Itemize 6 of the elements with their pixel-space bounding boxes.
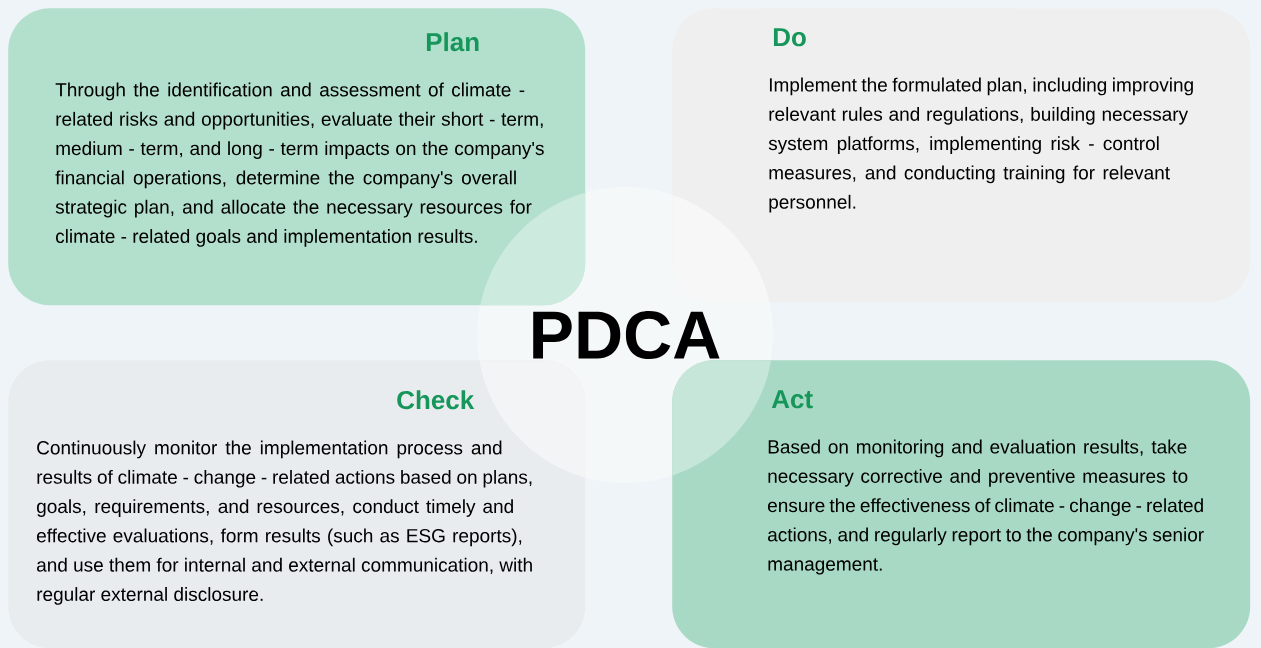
heading: Plan bbox=[426, 32, 479, 52]
panel bbox=[8, 8, 586, 306]
panel bbox=[672, 360, 1251, 648]
heading: Check bbox=[397, 390, 475, 410]
heading: Act bbox=[771, 390, 813, 409]
heading: Do bbox=[773, 28, 806, 47]
